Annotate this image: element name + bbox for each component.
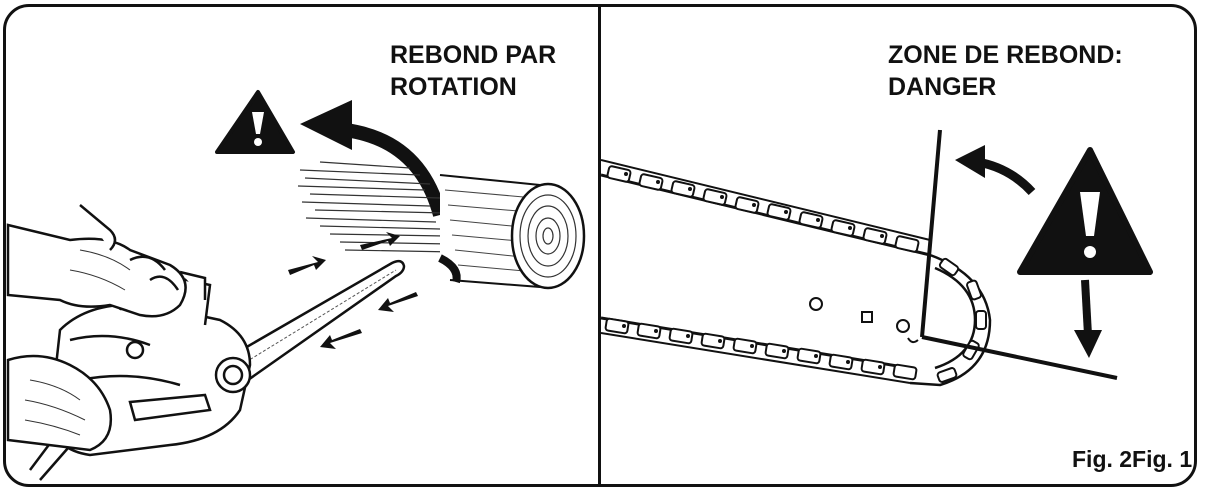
bar-holes <box>809 297 919 344</box>
hook-arrow-icon <box>438 254 461 284</box>
right-title-line2: DANGER <box>888 73 997 101</box>
chainsaw-bar <box>236 259 406 382</box>
down-arrow-icon <box>1074 279 1102 358</box>
left-title-line2: ROTATION <box>390 73 517 101</box>
warning-triangle-icon <box>215 90 295 154</box>
bar-nose <box>909 253 992 387</box>
motion-streaks <box>297 161 456 253</box>
log-drawing <box>439 174 586 290</box>
figure-caption: Fig. 2Fig. 1 <box>1072 446 1193 472</box>
danger-zone-lines <box>920 129 1118 380</box>
direction-arrows <box>288 232 418 349</box>
panel-divider <box>598 4 601 487</box>
warning-triangle-icon <box>1017 147 1153 275</box>
curved-arrow-icon <box>955 145 1036 196</box>
saw-chain-top <box>601 159 931 257</box>
right-title-line1: ZONE DE REBOND: <box>888 41 1123 69</box>
gloved-hand <box>6 204 187 452</box>
left-title-line1: REBOND PAR <box>390 41 557 69</box>
saw-chain-bottom <box>601 316 918 384</box>
rotation-arrow-icon <box>300 100 447 217</box>
